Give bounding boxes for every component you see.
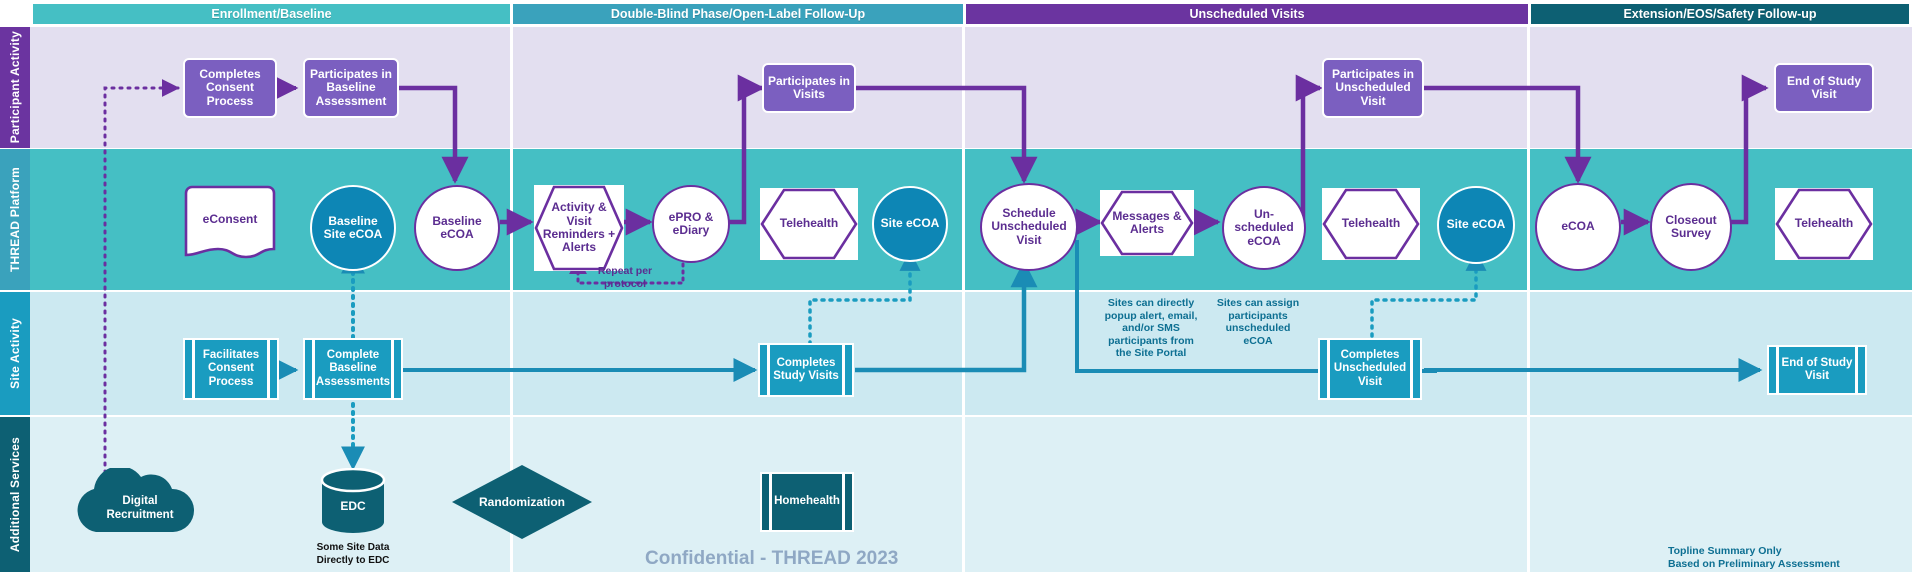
platform-node-closeout-survey[interactable]: Closeout Survey — [1650, 183, 1732, 271]
lane-title-participant: Participant Activity — [8, 31, 22, 144]
platform-node-telehealth-2[interactable]: Telehealth — [1322, 188, 1420, 260]
additional-node-edc[interactable]: EDC — [320, 468, 386, 534]
confidential-footer: Confidential - THREAD 2023 — [645, 548, 899, 569]
platform-label-telehealth-1: Telehealth — [779, 216, 839, 231]
column-separator-3 — [1527, 27, 1530, 572]
platform-node-epro-ediary[interactable]: ePRO & eDiary — [652, 185, 730, 263]
additional-label-randomization: Randomization — [479, 495, 565, 509]
edc-caption: Some Site Data Directly to EDC — [316, 542, 390, 566]
platform-label-messages-alerts: Messages & Alerts — [1112, 208, 1182, 236]
phase-header-double-blind: Double-Blind Phase/Open-Label Follow-Up — [513, 4, 963, 24]
additional-node-digital-recruitment[interactable]: Digital Recruitment — [68, 468, 212, 540]
participant-node-unscheduled-visit[interactable]: Participates in Unscheduled Visit — [1322, 58, 1424, 118]
site-node-completes-unscheduled-visit[interactable]: Completes Unscheduled Visit — [1318, 338, 1422, 400]
phase-label-double-blind: Double-Blind Phase/Open-Label Follow-Up — [610, 7, 866, 21]
lane-label-additional: Additional Services — [0, 417, 30, 572]
platform-node-baseline-site-ecoa[interactable]: Baseline Site eCOA — [310, 185, 396, 271]
site-node-end-of-study-visit[interactable]: End of Study Visit — [1767, 345, 1867, 395]
platform-label-telehealth-2: Telehealth — [1341, 216, 1401, 231]
annotation-topline-summary: Topline Summary Only Based on Preliminar… — [1668, 545, 1840, 570]
phase-header-extension: Extension/EOS/Safety Follow-up — [1531, 4, 1909, 24]
platform-node-schedule-unscheduled-visit[interactable]: Schedule Unscheduled Visit — [980, 183, 1078, 271]
column-separator-2 — [962, 27, 965, 572]
additional-label-digital-recruitment: Digital Recruitment — [106, 495, 174, 521]
phase-header-unscheduled: Unscheduled Visits — [966, 4, 1528, 24]
platform-node-site-ecoa-2[interactable]: Site eCOA — [1437, 186, 1515, 264]
participant-node-baseline-assessment[interactable]: Participates in Baseline Assessment — [303, 58, 399, 118]
additional-node-randomization[interactable]: Randomization — [450, 463, 594, 541]
lane-label-platform: THREAD Platform — [0, 149, 30, 290]
platform-node-baseline-ecoa[interactable]: Baseline eCOA — [414, 185, 500, 271]
lane-label-participant: Participant Activity — [0, 27, 30, 148]
additional-node-homehealth[interactable]: Homehealth — [760, 472, 854, 532]
platform-node-econsent[interactable]: eConsent — [182, 185, 278, 261]
lane-title-platform: THREAD Platform — [8, 166, 22, 272]
participant-node-consent[interactable]: Completes Consent Process — [183, 58, 277, 118]
phase-label-enrollment: Enrollment/Baseline — [211, 7, 332, 21]
phase-header-enrollment: Enrollment/Baseline — [33, 4, 510, 24]
phase-label-unscheduled: Unscheduled Visits — [1189, 7, 1305, 21]
platform-node-telehealth-1[interactable]: Telehealth — [760, 188, 858, 260]
annotation-assign-ecoa: Sites can assign participants unschedule… — [1216, 297, 1300, 347]
platform-node-telehealth-3[interactable]: Telehealth — [1775, 188, 1873, 260]
lane-label-site: Site Activity — [0, 292, 30, 415]
site-node-facilitates-consent[interactable]: Facilitates Consent Process — [183, 338, 279, 400]
participant-node-end-of-study[interactable]: End of Study Visit — [1774, 63, 1874, 113]
platform-label-econsent: eConsent — [202, 212, 258, 226]
platform-label-activity-reminders: Activity & Visit Reminders + Alerts — [542, 200, 616, 255]
platform-label-telehealth-3: Telehealth — [1794, 216, 1854, 231]
lane-title-site: Site Activity — [8, 318, 22, 389]
lane-title-additional: Additional Services — [8, 436, 22, 553]
platform-node-unscheduled-ecoa[interactable]: Un- scheduled eCOA — [1222, 186, 1306, 270]
phase-label-extension: Extension/EOS/Safety Follow-up — [1623, 7, 1817, 21]
site-node-completes-study-visits[interactable]: Completes Study Visits — [758, 343, 854, 397]
participant-node-visits[interactable]: Participates in Visits — [762, 63, 856, 113]
platform-node-activity-reminders[interactable]: Activity & Visit Reminders + Alerts — [534, 185, 624, 271]
additional-label-edc: EDC — [340, 499, 366, 513]
platform-node-ecoa[interactable]: eCOA — [1535, 183, 1621, 271]
annotation-site-portal: Sites can directly popup alert, email, a… — [1104, 297, 1198, 360]
platform-node-messages-alerts[interactable]: Messages & Alerts — [1100, 190, 1194, 256]
site-node-complete-baseline[interactable]: Complete Baseline Assessments — [303, 338, 403, 400]
column-separator-1 — [510, 27, 513, 572]
annotation-repeat-per-protocol: Repeat per protocol — [597, 265, 653, 290]
platform-node-site-ecoa-1[interactable]: Site eCOA — [872, 186, 948, 262]
